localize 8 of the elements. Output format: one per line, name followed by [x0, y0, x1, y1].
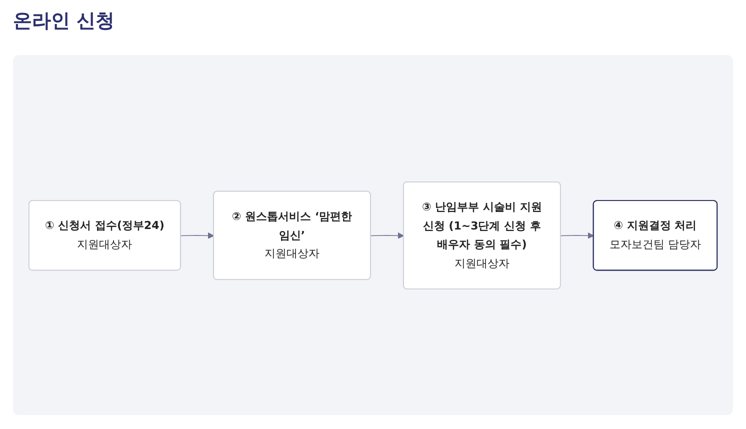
arrow — [370, 232, 404, 238]
arrow — [180, 232, 214, 238]
section-title: 온라인 신청 — [13, 9, 115, 34]
step-card: ③ 난임부부 시술비 지원 신청 (1~3단계 신청 후 배우자 동의 필수) 지원대상자 — [403, 181, 561, 289]
arrow — [560, 232, 594, 238]
step-card: ① 신청서 접수(정부24) 지원대상자 — [28, 200, 181, 270]
step-card: ④ 지원결정 처리 모자보건팀 담당자 — [592, 200, 718, 270]
step-card: ② 원스톱서비스 ‘맘편한 임신’ 지원대상자 — [213, 190, 371, 280]
